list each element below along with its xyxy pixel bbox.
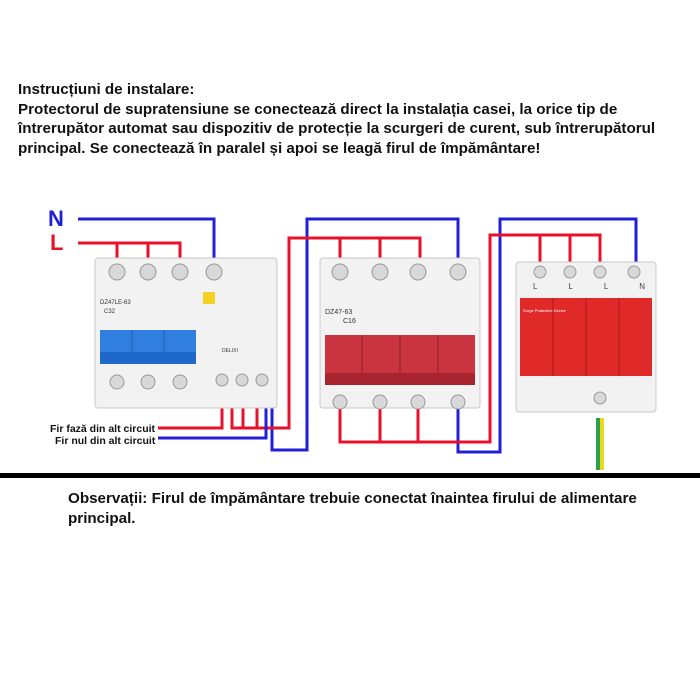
earth-wire bbox=[596, 418, 604, 470]
surge-protective-device bbox=[515, 261, 657, 413]
spd-terminal-4: N bbox=[639, 282, 645, 291]
mcb-rating-label: C16 bbox=[343, 318, 356, 325]
rcbo-bottom-screws bbox=[109, 373, 269, 390]
spd-earth-screw bbox=[593, 391, 607, 405]
phase-input-wire-1 bbox=[78, 241, 182, 262]
rcbo-model-label: DZ47LE-63 bbox=[100, 300, 131, 306]
rcbo-breaker bbox=[94, 257, 278, 409]
spd-title-label: Surge Protective Device bbox=[523, 308, 566, 313]
phase-to-spd-wire bbox=[338, 233, 602, 444]
instructions-heading: Instrucțiuni de instalare: bbox=[18, 81, 195, 98]
spd-terminal-2: L bbox=[568, 282, 573, 291]
test-button bbox=[203, 292, 215, 304]
phase-line-letter: L bbox=[50, 230, 64, 255]
instructions-body: Protectorul de supratensiune se conectea… bbox=[18, 100, 656, 157]
phase-to-mcb-wire-a bbox=[230, 236, 422, 430]
observations-note: Observații: Firul de împământare trebuie… bbox=[68, 489, 668, 529]
neutral-input-wire bbox=[78, 217, 216, 262]
observations-heading: Observații: bbox=[68, 490, 148, 507]
mcb-bottom-screws bbox=[332, 394, 466, 410]
rcbo-rating-label: C32 bbox=[104, 309, 116, 315]
spd-terminal-1: L bbox=[533, 282, 538, 291]
mcb-breaker bbox=[319, 257, 481, 410]
spd-top-screws bbox=[533, 265, 641, 279]
spd-terminal-labels: L L L N bbox=[533, 282, 645, 291]
neutral-line-letter: N bbox=[48, 206, 64, 231]
rcbo-top-screws bbox=[108, 263, 223, 281]
neutral-to-mcb-wire bbox=[270, 217, 460, 452]
spd-terminal-3: L bbox=[603, 282, 609, 291]
observations-body: Firul de împământare trebuie conectat în… bbox=[68, 490, 637, 527]
mcb-model-label: DZ47-63 bbox=[325, 309, 353, 316]
rcbo-brand-label: DELIXI bbox=[222, 348, 238, 354]
mcb-top-screws bbox=[331, 263, 467, 281]
phase-other-circuit-label: Fir fază din alt circuit bbox=[50, 423, 156, 435]
installation-instructions: Instrucțiuni de instalare: Protectorul d… bbox=[18, 80, 690, 158]
neutral-other-circuit-label: Fir nul din alt circuit bbox=[55, 435, 156, 447]
section-divider bbox=[0, 473, 700, 478]
